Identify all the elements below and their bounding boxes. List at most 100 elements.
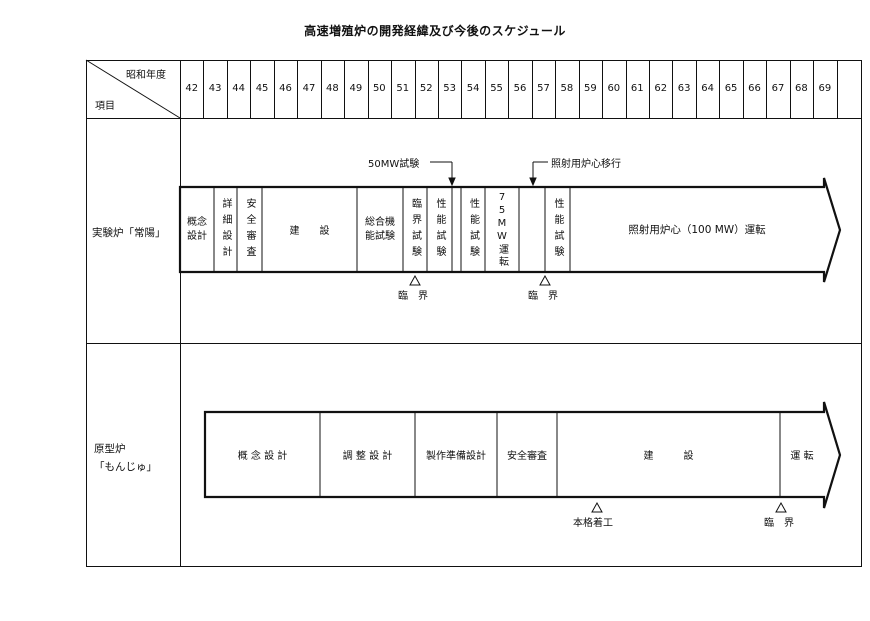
monju-start-marker [591,501,603,513]
year-cell: 49 [349,83,363,94]
year-divider [766,60,768,118]
year-divider [555,60,557,118]
year-cell: 42 [185,83,199,94]
year-divider [226,60,228,118]
joyo-cell-critical-test: 臨界試験 [409,198,421,262]
year-cell: 62 [654,83,668,94]
year-divider [297,60,299,118]
year-divider [367,60,369,118]
year-divider [437,60,439,118]
year-cell: 56 [513,83,527,94]
monju-cell-prep: 製作準備設計 [426,451,486,462]
year-divider [578,60,580,118]
year-cell: 52 [419,83,433,94]
schedule-table [86,60,862,567]
mw50-annotation: 50MW試験 [368,159,420,170]
year-divider [719,60,721,118]
year-divider [508,60,510,118]
monju-cell-concept: 概 念 設 計 [237,451,288,462]
year-cell: 45 [255,83,269,94]
joyo-cell-perf-test-1: 性能試験 [434,198,445,262]
monju-cell-operation: 運 転 [790,451,814,462]
header-diagonal [85,59,181,119]
monju-label-2: 「もんじゅ」 [94,461,157,473]
page-title: 高速増殖炉の開発経緯及び今後のスケジュール [304,24,566,38]
header-divider [86,118,862,119]
monju-label-1: 原型炉 [94,443,126,455]
year-divider [813,60,815,118]
monju-cell-construction: 建 設 [643,451,694,462]
joyo-critical2-label: 臨 界 [528,291,558,302]
monju-cell-safety: 安全審査 [507,451,547,462]
joyo-cell-safety: 安全審査 [244,198,255,262]
year-cell: 48 [326,83,339,94]
year-cell: 66 [748,83,761,94]
year-divider [836,60,838,118]
monju-start-label: 本格着工 [573,518,613,529]
milestone-markers [409,274,787,513]
year-divider [789,60,791,118]
year-cell: 46 [279,83,292,94]
row-divider [86,343,862,344]
year-divider [742,60,744,118]
year-divider [602,60,604,118]
year-divider [531,60,533,118]
year-cell: 43 [208,83,222,94]
year-divider [461,60,463,118]
year-cell: 50 [372,83,386,94]
monju-critical-marker [775,501,787,513]
joyo-cell-irradiation-operation: 照射用炉心（100 MW）運転 [628,224,766,236]
joyo-cell-construction: 建 設 [289,226,330,237]
joyo-cell-75mw: 75MW運転 [496,192,508,268]
year-divider [391,60,393,118]
year-cell: 60 [607,83,621,94]
year-cell: 54 [466,83,480,94]
year-divider [320,60,322,118]
mw50-pointer [430,161,456,187]
year-divider [484,60,486,118]
joyo-cell-detail: 詳細設計 [220,198,231,262]
joyo-label: 実験炉「常陽」 [92,227,166,239]
year-cell: 65 [724,83,738,94]
monju-dividers [319,412,781,497]
year-divider [672,60,674,118]
year-divider [273,60,275,118]
year-cell: 51 [396,83,410,94]
year-cell: 64 [701,83,714,94]
year-cell: 59 [583,83,597,94]
item-label: 項目 [95,101,115,112]
year-cell: 63 [677,83,691,94]
joyo-cell-concept: 概念 設計 [187,216,207,242]
year-cell: 69 [818,83,832,94]
irradiation-annotation: 照射用炉心移行 [551,159,621,170]
year-divider [250,60,252,118]
joyo-critical2-marker [539,274,551,286]
year-divider [695,60,697,118]
year-divider [625,60,627,118]
joyo-dividers [213,187,571,272]
joyo-cell-perf-test-2: 性能試験 [467,198,479,262]
year-cell: 68 [795,83,808,94]
era-label: 昭和年度 [126,70,166,81]
joyo-critical1-label: 臨 界 [398,291,428,302]
year-cell: 53 [443,83,457,94]
joyo-cell-functional-test: 総合機 能試験 [365,216,395,242]
year-divider [344,60,346,118]
year-divider [649,60,650,118]
monju-arrow [203,401,842,509]
label-column-divider [180,60,181,567]
year-cell: 61 [630,83,644,94]
irradiation-pointer [529,161,548,187]
joyo-cell-perf-test-3: 性能試験 [552,198,563,262]
monju-critical-label: 臨 界 [764,518,794,529]
year-cell: 57 [537,83,550,94]
year-cell: 58 [560,83,574,94]
year-divider [414,60,416,118]
year-divider [203,60,205,118]
year-cell: 47 [302,83,316,94]
year-cell: 55 [490,83,503,94]
joyo-arrow [178,177,842,283]
joyo-critical1-marker [409,274,421,286]
